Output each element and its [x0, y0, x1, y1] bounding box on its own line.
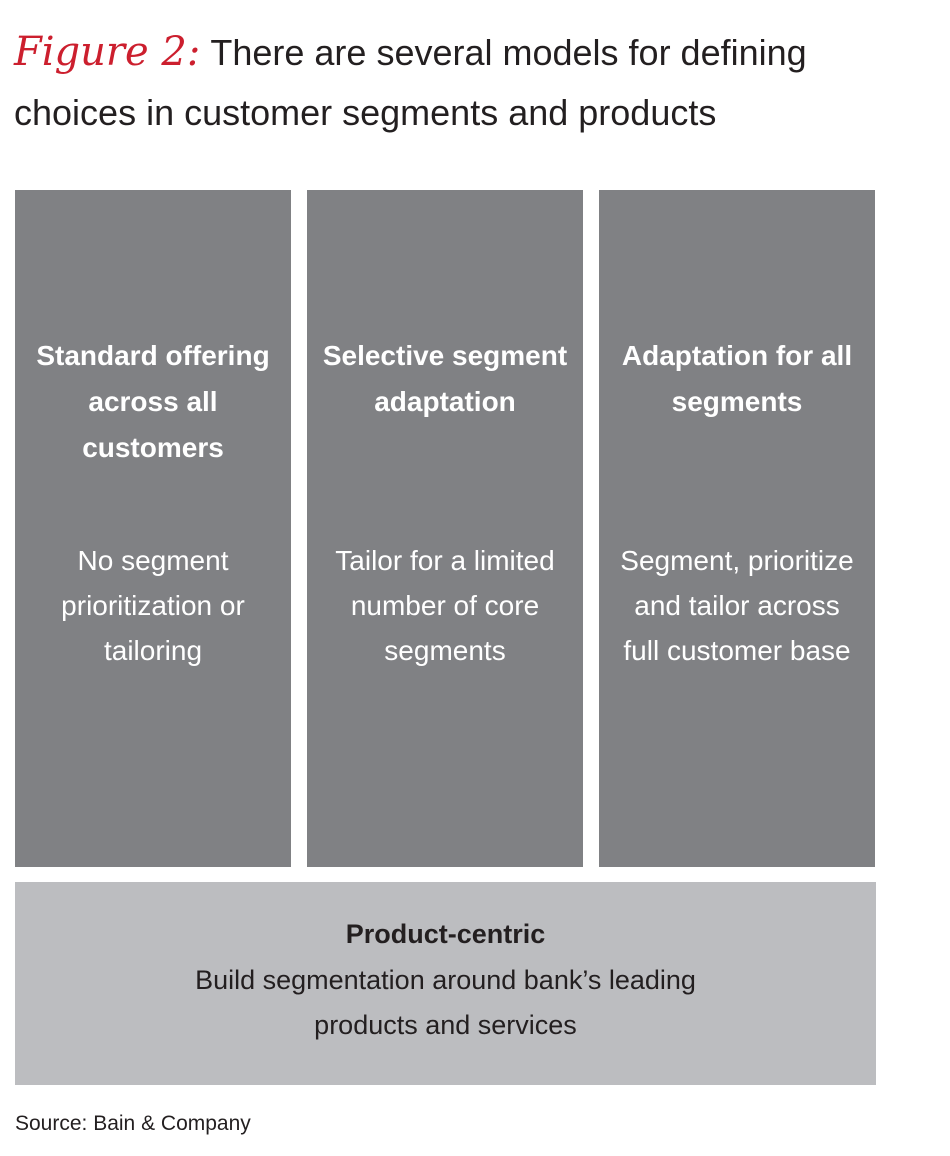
- column-standard-offering: Standard offering across all customers N…: [15, 190, 291, 867]
- column-all-segments: Adaptation for all segments Segment, pri…: [599, 190, 875, 867]
- product-centric-base: Product-centric Build segmentation aroun…: [15, 882, 876, 1085]
- column-heading: Standard offering across all customers: [36, 340, 270, 463]
- figure-title-text: There are several models for defining ch…: [14, 32, 807, 133]
- column-description: Segment, prioritize and tailor across fu…: [620, 545, 854, 666]
- figure-label: Figure 2:: [14, 29, 201, 75]
- column-description: No segment prioritization or tailoring: [61, 545, 245, 666]
- base-description: Build segmentation around bank’s leading…: [195, 965, 696, 1040]
- column-heading: Selective segment adaptation: [322, 340, 568, 417]
- column-heading: Adaptation for all segments: [621, 340, 853, 417]
- base-heading: Product-centric: [345, 919, 546, 949]
- figure-title: Figure 2:There are several models for de…: [14, 22, 934, 143]
- column-description: Tailor for a limited number of core segm…: [335, 545, 555, 666]
- source-note: Source: Bain & Company: [15, 1112, 251, 1135]
- column-selective-segment: Selective segment adaptation Tailor for …: [307, 190, 583, 867]
